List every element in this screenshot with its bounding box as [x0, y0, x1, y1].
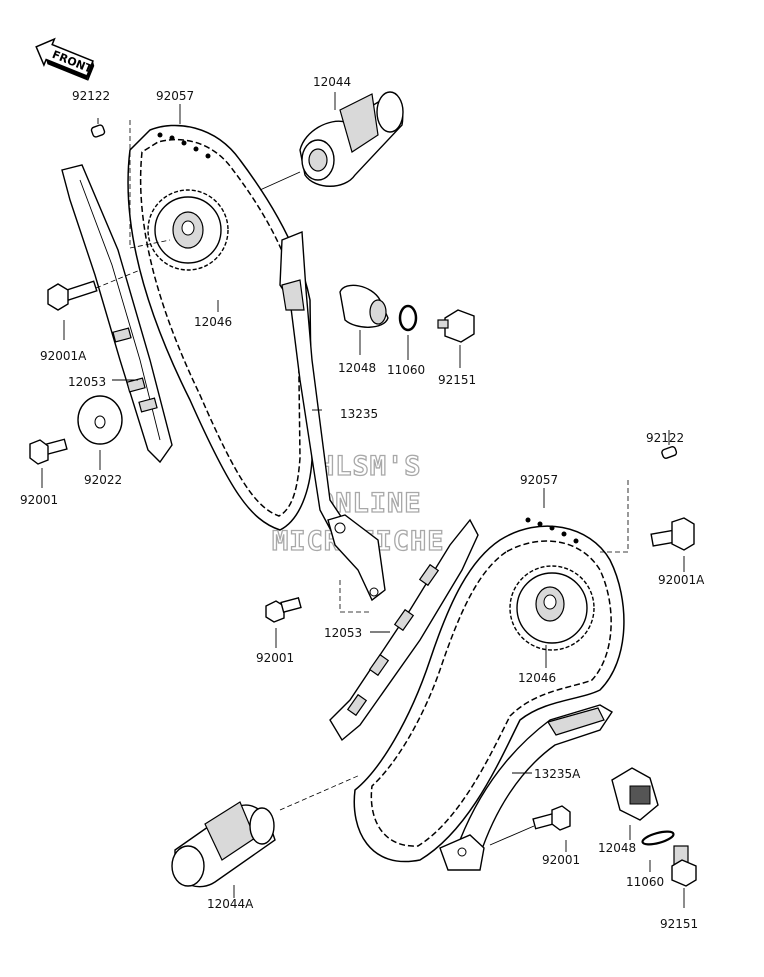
- cam-sprocket-12046-upper: [147, 189, 229, 271]
- gasket-11060-right: [641, 830, 675, 846]
- label-12044A: 12044A: [207, 897, 254, 911]
- tensioner-slider-lower: [439, 704, 613, 871]
- label-13235: 13235: [340, 407, 378, 421]
- label-92022: 92022: [84, 473, 122, 487]
- label-12053-left: 12053: [68, 375, 106, 389]
- label-92122-right: 92122: [646, 431, 684, 445]
- label-12048-right: 12048: [598, 841, 636, 855]
- watermark-line-1: HLSM'S: [318, 451, 422, 482]
- leader-lines: [41, 92, 685, 908]
- label-92001A-left: 92001A: [40, 349, 87, 363]
- cam-chain-13235A: [353, 517, 625, 863]
- label-92151-right: 92151: [660, 917, 698, 931]
- cap-bolt-92151-right: [671, 845, 697, 887]
- label-12048-top: 12048: [338, 361, 376, 375]
- label-13235A: 13235A: [534, 767, 581, 781]
- tensioner-12048-right: [611, 767, 659, 821]
- callout-labels: 92122 92057 12044 12046 92001A 12053 120…: [20, 75, 705, 931]
- camshaft-12044: [259, 91, 404, 191]
- washer-92022: [77, 395, 123, 445]
- bolt-92001-right: [489, 805, 571, 846]
- dowel-pin-92122-right: [661, 445, 678, 459]
- label-92001A-right: 92001A: [658, 573, 705, 587]
- label-12046-top: 12046: [194, 315, 232, 329]
- bolt-92001A-right: [650, 517, 695, 551]
- gasket-11060-top: [398, 304, 418, 332]
- cap-bolt-92151-top: [437, 309, 475, 343]
- chain-guide-12053-left: [61, 164, 173, 464]
- label-92057-top: 92057: [156, 89, 194, 103]
- front-arrow-icon: FRONT: [35, 37, 95, 81]
- tensioner-12048-top: [339, 284, 389, 328]
- chain-guide-12053-lower: [329, 518, 479, 742]
- label-12046-lower: 12046: [518, 671, 556, 685]
- label-11060-right: 11060: [626, 875, 664, 889]
- bolt-92001-middle: [265, 596, 302, 623]
- bolt-92001-left: [29, 438, 68, 465]
- label-12053-middle: 12053: [324, 626, 362, 640]
- cam-chain-13235: [127, 124, 313, 531]
- label-92151-top: 92151: [438, 373, 476, 387]
- label-92001-right: 92001: [542, 853, 580, 867]
- label-12044: 12044: [313, 75, 351, 89]
- cam-sprocket-12046-lower: [509, 565, 595, 651]
- bolt-92001A-left: [47, 269, 141, 311]
- camshaft-12044A: [171, 774, 361, 888]
- label-92057-lower: 92057: [520, 473, 558, 487]
- tensioner-slider-upper: [279, 230, 386, 602]
- label-92122-top: 92122: [72, 89, 110, 103]
- label-92001-middle: 92001: [256, 651, 294, 665]
- label-92001-left: 92001: [20, 493, 58, 507]
- label-11060-top: 11060: [387, 363, 425, 377]
- dowel-pin-92122-top: [90, 124, 106, 138]
